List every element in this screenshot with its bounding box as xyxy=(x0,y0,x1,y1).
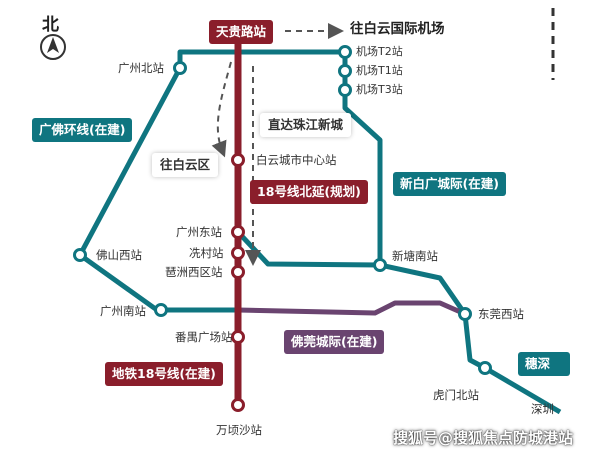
metro18-label: 地铁18号线(在建) xyxy=(105,362,223,386)
humen-north-label: 虎门北站 xyxy=(433,388,479,402)
station-wanqingsha xyxy=(231,398,245,412)
station-humen-north xyxy=(478,361,492,375)
xinbai-line xyxy=(238,49,562,415)
guangzhou-south-label: 广州南站 xyxy=(100,304,146,318)
compass-label: 北 xyxy=(42,15,59,35)
airport-t2-label: 机场T2站 xyxy=(356,45,403,58)
guangzhou-north-label: 广州北站 xyxy=(118,61,164,75)
direct-zhujiang-label: 直达珠江新城 xyxy=(260,113,352,137)
compass-icon xyxy=(40,34,66,60)
shenzhen-label: 深圳 xyxy=(531,402,554,416)
station-airport-t3 xyxy=(338,83,352,97)
station-panyu-square xyxy=(231,330,245,344)
panyu-square-label: 番禺广场站 xyxy=(175,330,233,344)
to-baiyun-arrow xyxy=(211,61,232,158)
station-xiancun xyxy=(231,246,245,260)
to-airport-label: 往白云国际机场 xyxy=(350,21,445,37)
to-baiyun-label: 往白云区 xyxy=(152,153,219,177)
station-foshan-west xyxy=(73,248,87,262)
station-guangzhou-east xyxy=(231,225,245,239)
baiyun-city-center-label: 白云城市中心站 xyxy=(256,153,337,167)
xintang-south-label: 新塘南站 xyxy=(392,249,438,263)
station-pazhou-west xyxy=(231,265,245,279)
station-airport-t2 xyxy=(338,45,352,59)
foguan-line xyxy=(237,300,467,317)
line18-north-label: 18号线北延(规划) xyxy=(250,180,368,204)
dashed-border-fragment xyxy=(548,8,558,80)
foshan-west-label: 佛山西站 xyxy=(96,248,142,262)
suishen-label: 穗深 xyxy=(518,352,571,376)
pazhou-west-label: 琶洲西区站 xyxy=(165,265,223,279)
station-baiyun-city-center xyxy=(231,153,245,167)
station-airport-t1 xyxy=(338,64,352,78)
station-tiangui-label: 天贵路站 xyxy=(209,20,274,44)
station-guangzhou-south xyxy=(154,303,168,317)
guangzhou-east-label: 广州东站 xyxy=(176,225,222,239)
wanqingsha-label: 万顷沙站 xyxy=(216,423,262,437)
station-dongguan-west xyxy=(458,307,472,321)
airport-t1-label: 机场T1站 xyxy=(356,64,403,77)
foguan-label: 佛莞城际(在建) xyxy=(284,330,385,354)
guangfo-ring-line xyxy=(77,49,238,313)
dongguan-west-label: 东莞西站 xyxy=(478,307,524,321)
station-guangzhou-north xyxy=(173,61,187,75)
xiancun-label: 冼村站 xyxy=(189,246,224,260)
watermark: 搜狐号@搜狐焦点防城港站 xyxy=(393,429,574,447)
xinbai-label: 新白广城际(在建) xyxy=(393,172,506,196)
east-connector-line xyxy=(236,230,381,268)
airport-t3-label: 机场T3站 xyxy=(356,83,403,96)
guangfo-ring-label: 广佛环线(在建) xyxy=(32,118,133,142)
station-xintang-south xyxy=(373,258,387,272)
